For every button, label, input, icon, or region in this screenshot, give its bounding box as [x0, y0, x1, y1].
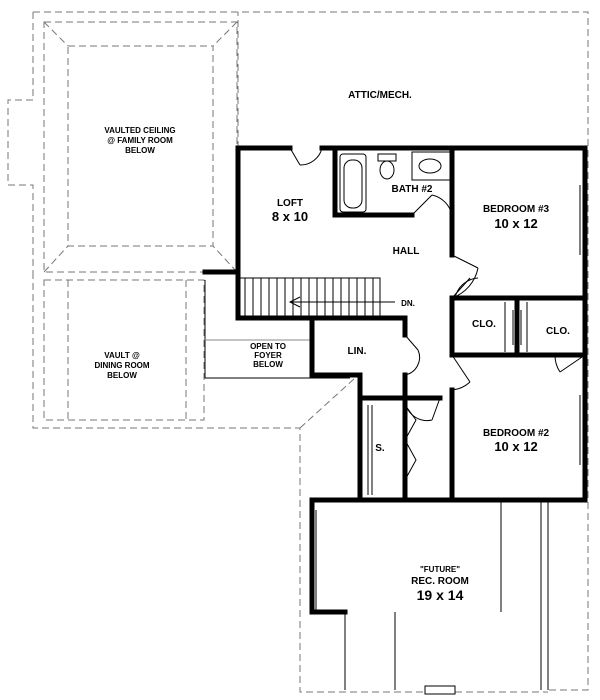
bedroom3-size: 10 x 12 — [494, 216, 537, 231]
stairs — [239, 277, 395, 319]
vaulted-family-line2: @ FAMILY ROOM — [107, 136, 173, 145]
vaulted-family-area — [43, 21, 238, 273]
toilet — [377, 153, 397, 180]
vault-dining-line3: BELOW — [107, 371, 137, 380]
doors — [289, 147, 586, 481]
open-foyer-line3: BELOW — [253, 360, 283, 369]
label-bedroom2: BEDROOM #2 10 x 12 — [483, 428, 550, 454]
label-vaulted-family: VAULTED CEILING @ FAMILY ROOM BELOW — [104, 126, 175, 155]
rec-room-name: REC. ROOM — [411, 576, 469, 587]
sink-vanity — [411, 151, 451, 181]
storage-name: S. — [375, 443, 385, 454]
clo-right-name: CLO. — [546, 326, 570, 337]
walls — [202, 145, 588, 695]
label-loft: LOFT 8 x 10 — [272, 198, 308, 224]
label-bath2: BATH #2 — [392, 184, 433, 195]
storage-shelves — [367, 405, 373, 495]
clo-left-name: CLO. — [472, 319, 496, 330]
label-storage: S. — [375, 443, 385, 454]
vault-dining-line2: DINING ROOM — [94, 361, 149, 370]
rec-room-size: 19 x 14 — [417, 587, 464, 603]
label-attic: ATTIC/MECH. — [348, 90, 412, 101]
bath2-name: BATH #2 — [392, 184, 433, 195]
rec-room-tag: "FUTURE" — [420, 565, 460, 574]
label-lin: LIN. — [348, 346, 367, 357]
label-vault-dining: VAULT @ DINING ROOM BELOW — [94, 351, 149, 380]
attic-label: ATTIC/MECH. — [348, 90, 412, 101]
open-foyer-line1: OPEN TO — [250, 342, 286, 351]
label-bedroom3: BEDROOM #3 10 x 12 — [483, 204, 550, 231]
closet-rods — [504, 302, 528, 352]
label-clo-right: CLO. — [546, 326, 570, 337]
loft-name: LOFT — [277, 198, 303, 209]
vault-dining-area — [43, 279, 205, 421]
stair-dn-label: DN. — [401, 299, 415, 308]
bedroom2-size: 10 x 12 — [494, 439, 537, 454]
bathtub — [339, 153, 367, 213]
loft-size: 8 x 10 — [272, 209, 308, 224]
lin-name: LIN. — [348, 346, 367, 357]
vault-dining-line1: VAULT @ — [104, 351, 140, 360]
open-to-foyer-area — [204, 280, 356, 429]
label-clo-left: CLO. — [472, 319, 496, 330]
bedroom3-name: BEDROOM #3 — [483, 204, 550, 215]
vaulted-family-line1: VAULTED CEILING — [104, 126, 175, 135]
bedroom2-name: BEDROOM #2 — [483, 428, 550, 439]
label-stair: DN. — [401, 299, 415, 308]
hall-name: HALL — [393, 246, 420, 257]
vaulted-family-line3: BELOW — [125, 146, 155, 155]
open-foyer-line2: FOYER — [254, 351, 282, 360]
label-hall: HALL — [393, 246, 420, 257]
label-open-foyer: OPEN TO FOYER BELOW — [250, 342, 286, 369]
label-rec-room: "FUTURE" REC. ROOM 19 x 14 — [411, 565, 469, 603]
